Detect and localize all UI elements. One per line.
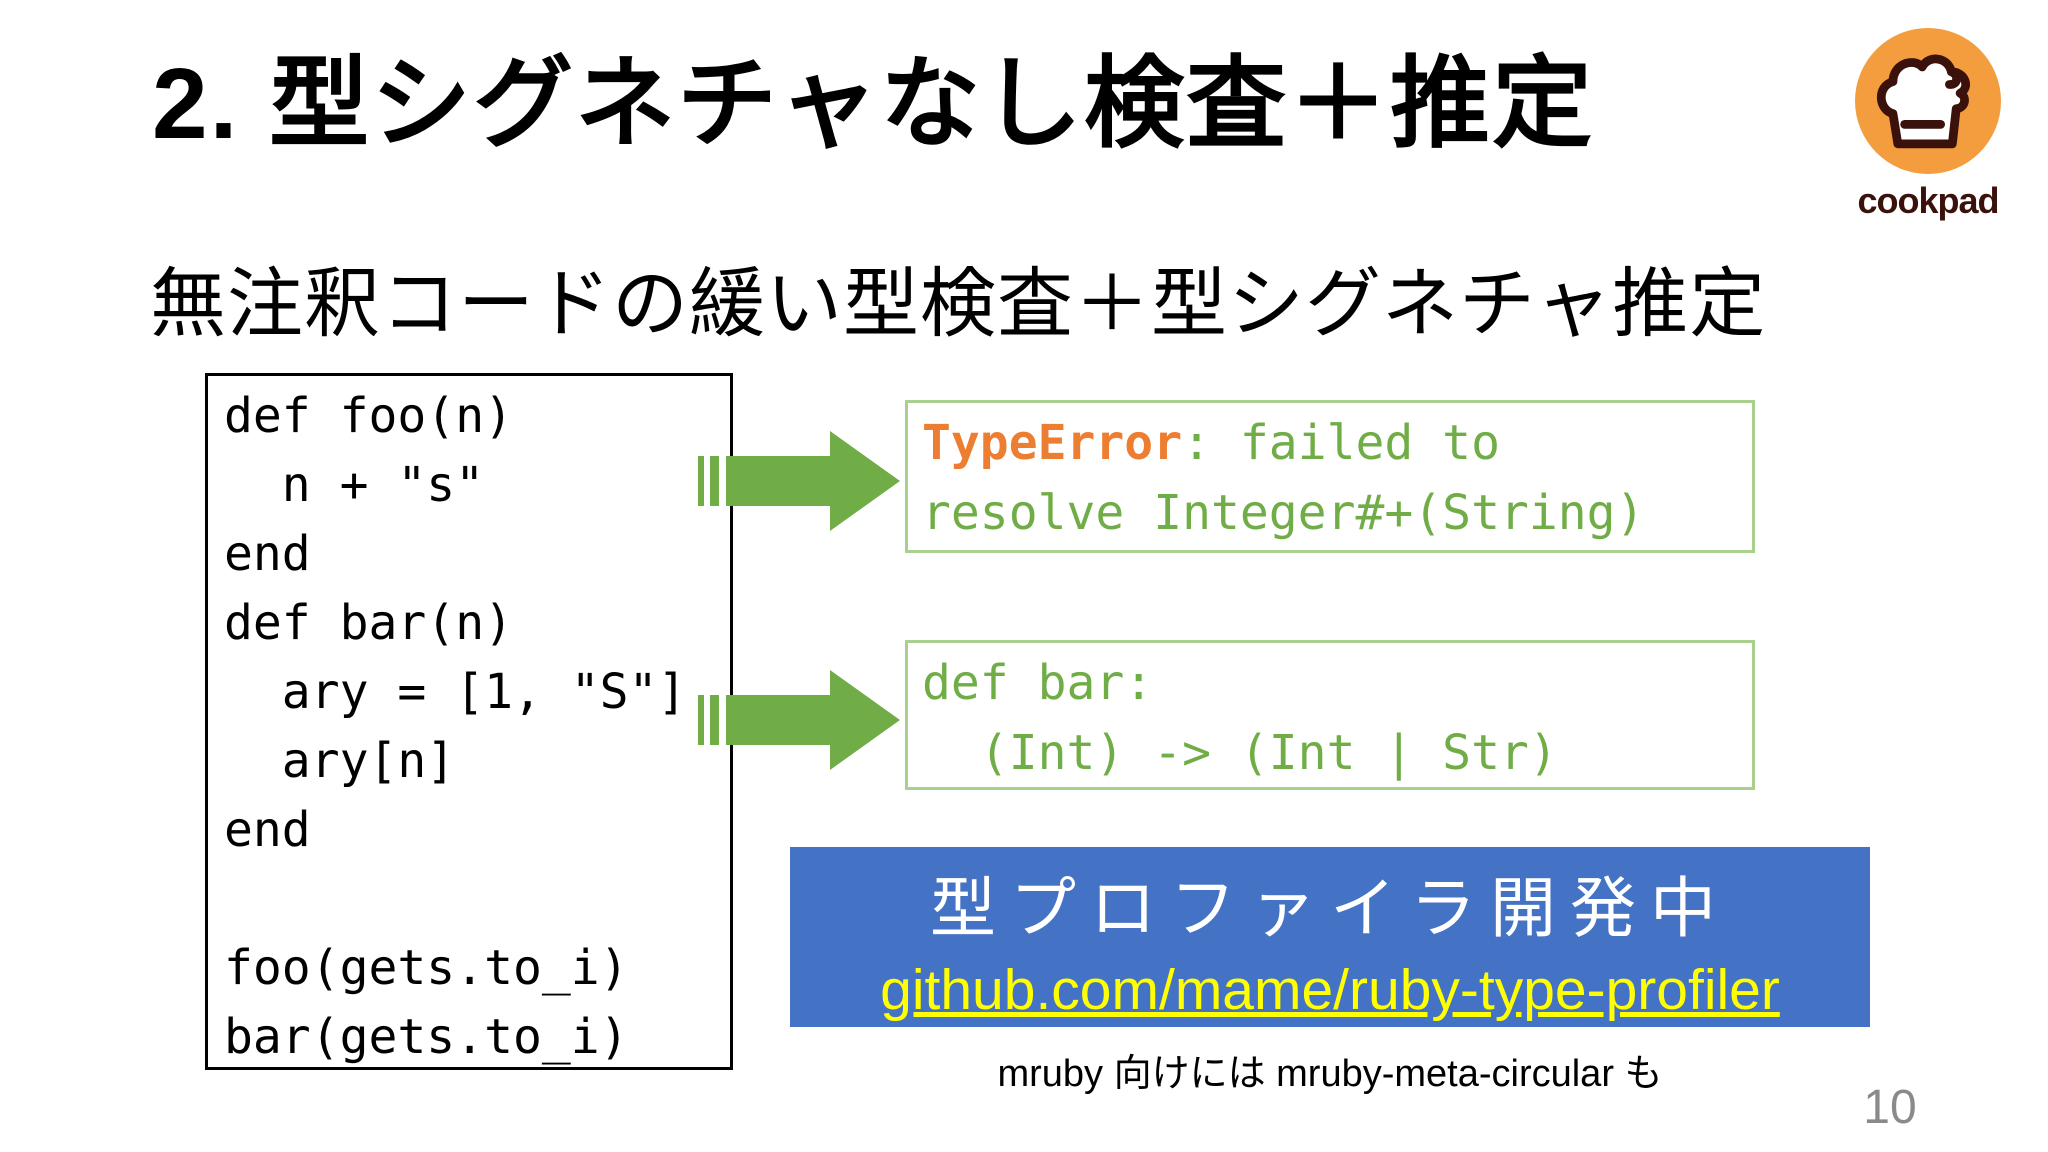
cookpad-wordmark: cookpad [1857,180,1999,221]
type-error-line1-rest: : failed to [1182,415,1500,471]
cookpad-logo: cookpad [1848,28,2008,222]
striped-right-arrow-icon [698,431,900,531]
signature-line1: def bar: [922,655,1154,711]
type-error-line2: resolve Integer#+(String) [922,485,1645,541]
page-number: 10 [1863,1081,1917,1134]
slide-subtitle: 無注釈コードの緩い型検査＋型シグネチャ推定 [150,262,1767,347]
profiler-banner: 型プロファイラ開発中 github.com/mame/ruby-type-pro… [790,847,1870,1027]
type-error-line1: TypeError: failed to [922,408,1738,478]
striped-right-arrow-icon [698,670,900,770]
type-error-label: TypeError [922,415,1183,471]
slide-title: 2. 型シグネチャなし検査＋推定 [152,48,1595,160]
inferred-signature-box: def bar: (Int) -> (Int | Str) [905,640,1755,790]
banner-heading: 型プロファイラ開発中 [930,871,1730,945]
signature-line2: (Int) -> (Int | Str) [922,725,1558,781]
github-repo-link[interactable]: github.com/mame/ruby-type-profiler [880,958,1780,1022]
chef-hat-icon [1855,28,2001,174]
footnote: mruby 向けには mruby-meta-circular も [997,1053,1663,1095]
code-sample-box: def foo(n) n + "s" end def bar(n) ary = … [205,373,733,1070]
type-error-output-box: TypeError: failed to resolve Integer#+(S… [905,400,1755,553]
